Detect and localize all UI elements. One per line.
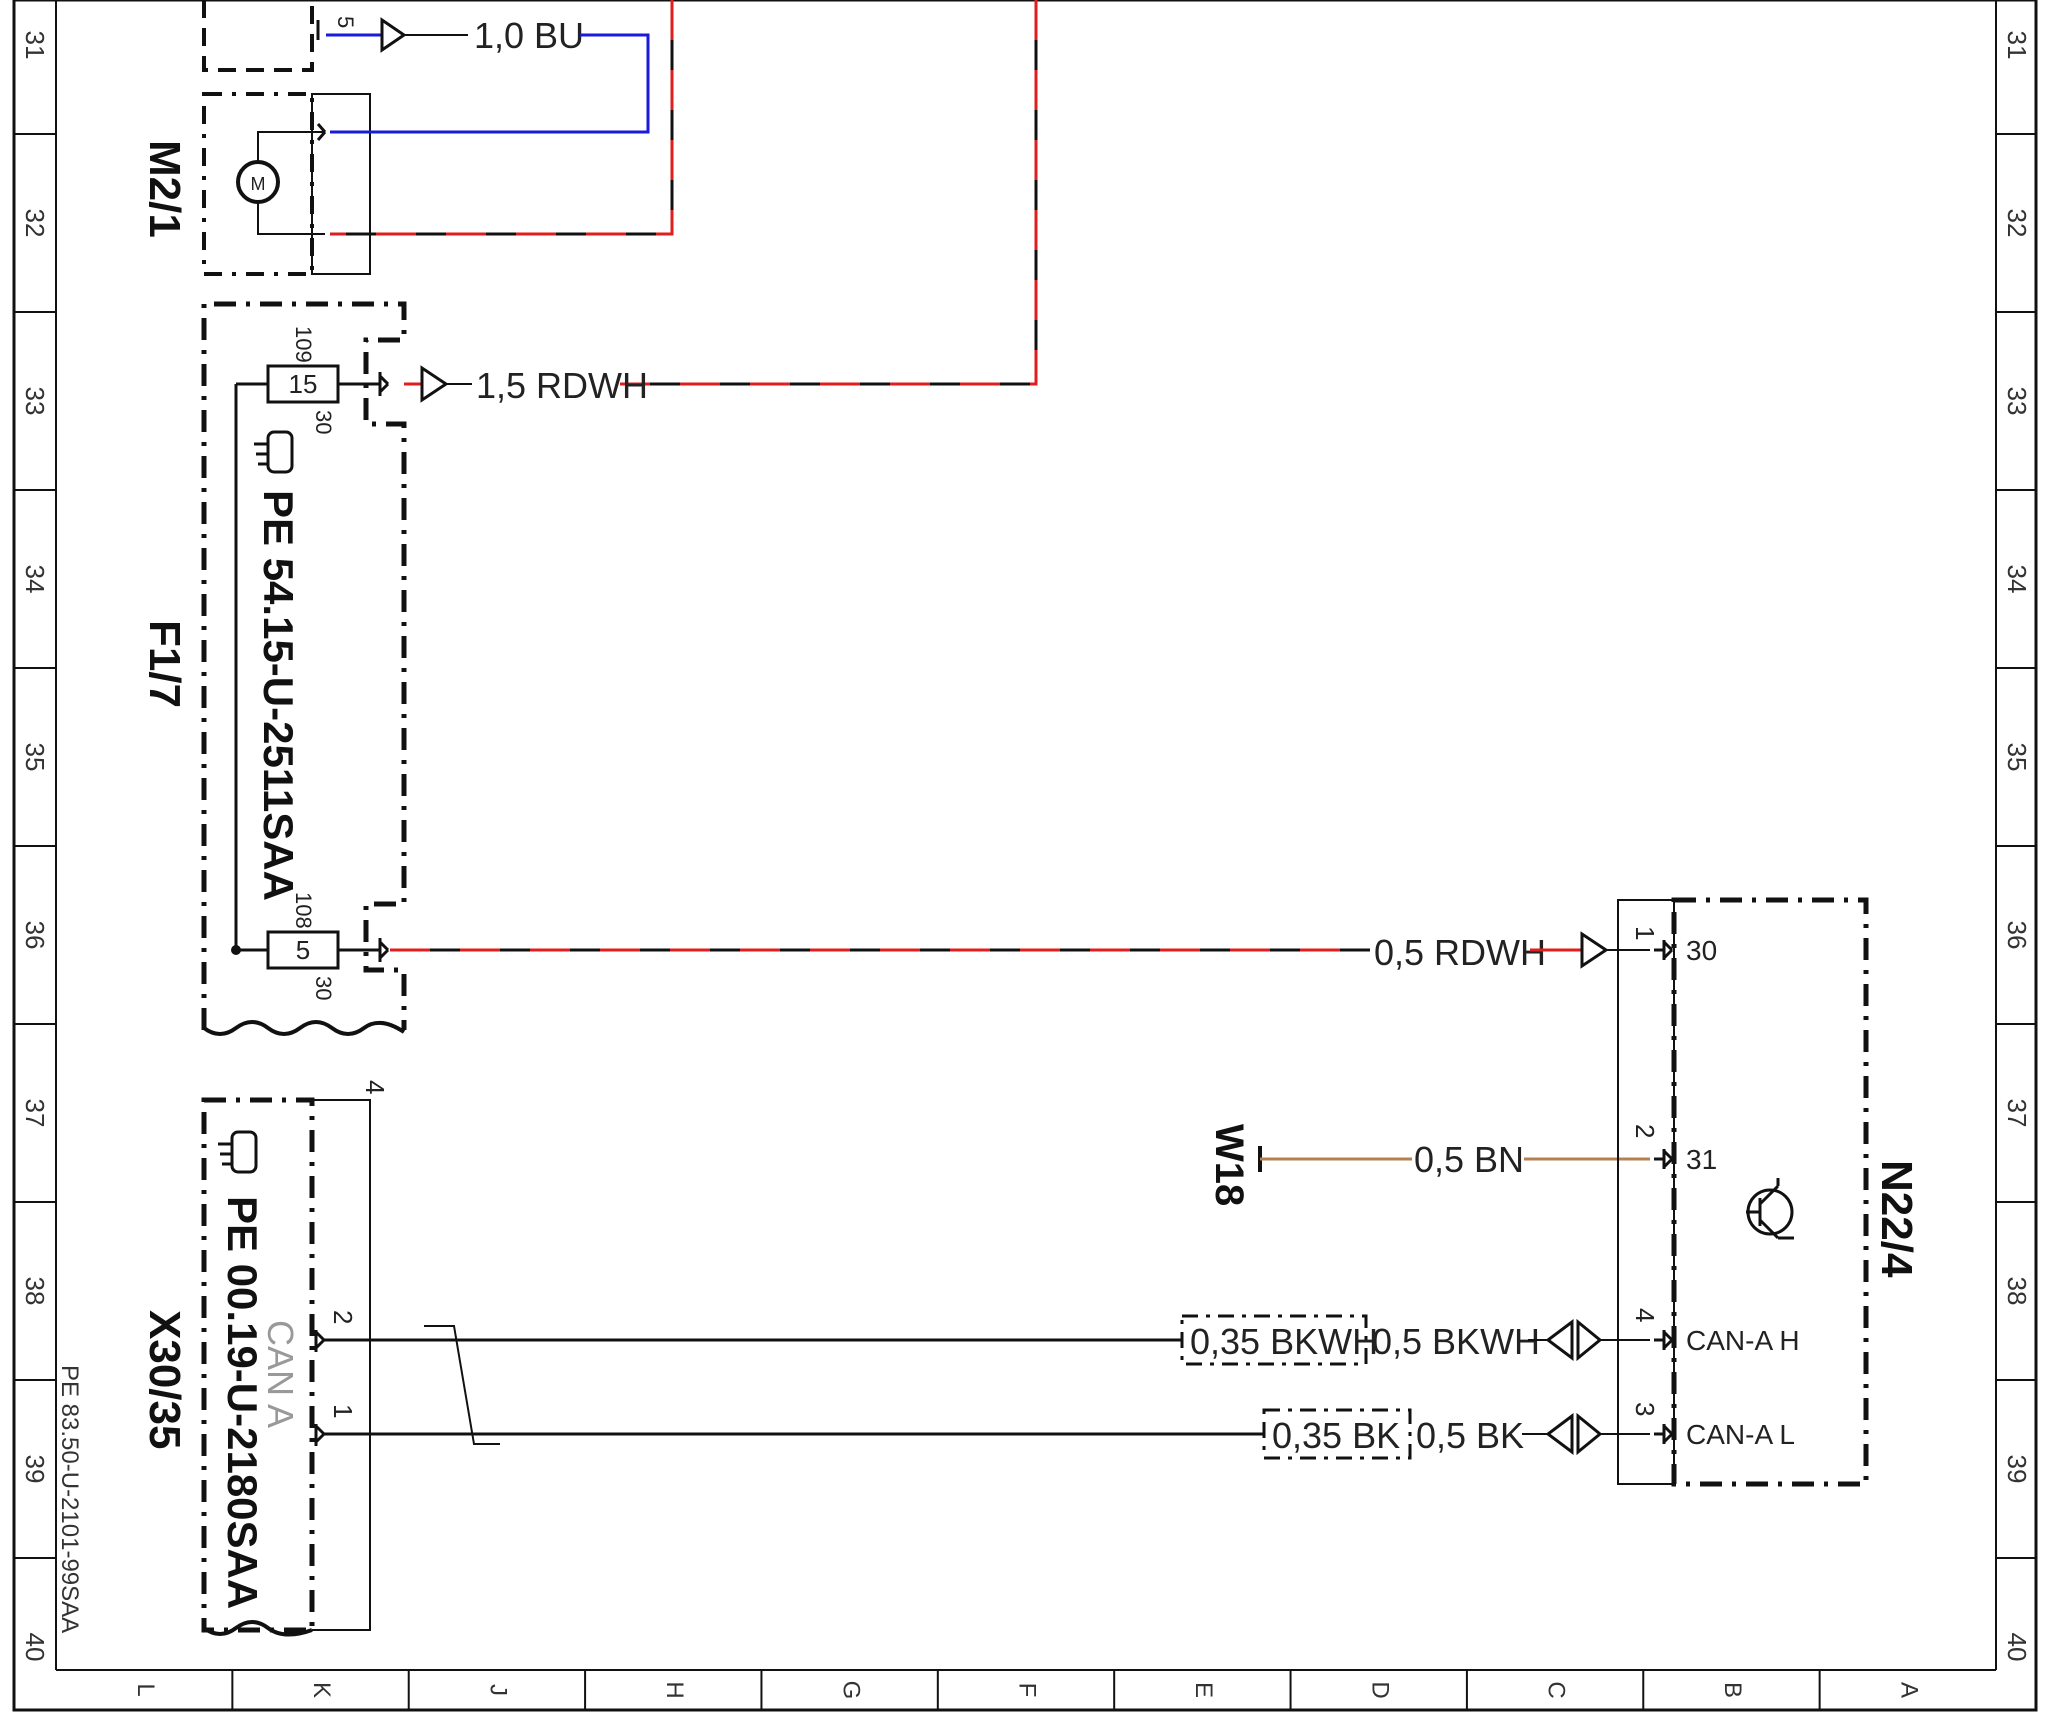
f1-7-pin-109: 109 <box>291 326 316 363</box>
row-label-40: 40 <box>20 1633 50 1662</box>
wire-1-5-rdwh: 1,5 RDWH <box>404 365 648 406</box>
column-label-G: G <box>837 1681 864 1700</box>
row-label-36: 36 <box>2002 921 2032 950</box>
fuse-5 <box>266 930 340 970</box>
m2-1-pin-5: 5 <box>333 16 358 28</box>
row-label-38: 38 <box>2002 1277 2032 1306</box>
fuse-15-label: 15 <box>289 369 318 399</box>
f1-7-label: F1/7 <box>140 620 189 708</box>
wire-label-bn: 0,5 BN <box>1414 1139 1524 1180</box>
wire-0-5-bn: 0,5 BN W18 <box>1207 1124 1650 1206</box>
wire-label-rdwh-mid: 0,5 RDWH <box>1374 932 1546 973</box>
n22-4-pin-num-3: 3 <box>1630 1402 1660 1416</box>
column-label-E: E <box>1190 1682 1217 1698</box>
x30-35-pin-4: 4 <box>360 1080 390 1094</box>
row-label-33: 33 <box>20 387 50 416</box>
twisted-pair-marker <box>424 1325 500 1445</box>
row-labels-right: 31 32 33 34 35 36 37 38 39 40 <box>2002 31 2032 1662</box>
row-labels-left: 31 32 33 34 35 36 37 38 39 40 <box>20 31 50 1662</box>
frame <box>12 0 2038 1712</box>
n22-4-pin-30: 30 <box>1686 935 1717 966</box>
x30-35-label: X30/35 <box>140 1310 189 1449</box>
wire-can-a-h: 0,35 BKWH 0,5 BKWH <box>324 1314 1650 1366</box>
column-label-K: K <box>308 1682 335 1698</box>
column-label-C: C <box>1543 1681 1570 1698</box>
x30-35-bus-label: CAN A <box>260 1320 301 1428</box>
n22-4-label: N22/4 <box>1872 1160 1921 1278</box>
f1-7-reference: PE 54.15-U-2511SAA <box>255 490 302 901</box>
row-label-31: 31 <box>20 31 50 60</box>
wire-0-5-rdwh: 0,5 RDWH <box>390 931 1650 973</box>
component-n22-4: 1 2 4 3 30 31 CAN-A H CAN-A L N22/4 <box>1617 897 1921 1487</box>
pointing-hand-icon <box>254 430 294 474</box>
n22-4-pin-can-a-h: CAN-A H <box>1686 1325 1800 1356</box>
row-label-40: 40 <box>2002 1633 2032 1662</box>
row-label-35: 35 <box>20 743 50 772</box>
column-dividers <box>231 1670 1821 1710</box>
wire-label-bkwh-left: 0,35 BKWH <box>1190 1321 1378 1362</box>
m2-1-label: M2/1 <box>140 140 189 238</box>
column-label-L: L <box>132 1683 159 1696</box>
row-label-37: 37 <box>2002 1099 2032 1128</box>
row-label-32: 32 <box>2002 209 2032 238</box>
pointing-hand-icon <box>218 1130 258 1174</box>
row-label-37: 37 <box>20 1099 50 1128</box>
x30-35-pin-2: 2 <box>328 1310 358 1324</box>
row-label-33: 33 <box>2002 387 2032 416</box>
wire-label-bkwh-right: 0,5 BKWH <box>1372 1321 1540 1362</box>
transistor-icon <box>1746 1178 1794 1240</box>
column-label-A: A <box>1895 1682 1922 1698</box>
component-f1-7: 15 5 109 30 108 30 PE 54.15-U-2511SAA F1… <box>140 301 407 1036</box>
f1-7-pin-108: 108 <box>291 892 316 929</box>
row-dividers <box>14 133 2036 1559</box>
wire-1-0-bu: 1,0 BU <box>326 15 650 134</box>
n22-4-pin-31: 31 <box>1686 1144 1717 1175</box>
n22-4-pin-can-a-l: CAN-A L <box>1686 1419 1795 1450</box>
doc-reference: PE 83.50-U-2101-99SAA <box>56 1365 83 1633</box>
wire-motor-return <box>330 0 1038 386</box>
row-label-32: 32 <box>20 209 50 238</box>
n22-4-pin-num-4: 4 <box>1630 1308 1660 1322</box>
x30-35-pin-1: 1 <box>328 1404 358 1418</box>
row-label-34: 34 <box>20 565 50 594</box>
wire-label-rdwh-top: 1,5 RDWH <box>476 365 648 406</box>
w18-label: W18 <box>1207 1124 1251 1206</box>
row-label-39: 39 <box>20 1455 50 1484</box>
n22-4-pin-num-1: 1 <box>1630 926 1660 940</box>
component-m2-1: M 5 M2/1 <box>140 0 371 276</box>
n22-4-pin-num-2: 2 <box>1630 1124 1660 1138</box>
column-label-B: B <box>1719 1682 1746 1698</box>
row-label-39: 39 <box>2002 1455 2032 1484</box>
fuse-15 <box>266 364 340 404</box>
wire-can-a-l: 0,35 BK 0,5 BK <box>324 1408 1650 1460</box>
wire-label-bk-left: 0,35 BK <box>1272 1415 1400 1456</box>
f1-7-pin-30-bottom: 30 <box>311 976 336 1000</box>
row-label-38: 38 <box>20 1277 50 1306</box>
component-x30-35: 4 2 1 PE 00.19-U-2180SAA CAN A X30/35 <box>140 1080 390 1637</box>
row-label-35: 35 <box>2002 743 2032 772</box>
column-label-H: H <box>661 1681 688 1698</box>
wire-label-bk-right: 0,5 BK <box>1416 1415 1524 1456</box>
row-label-34: 34 <box>2002 565 2032 594</box>
f1-7-pin-30-top: 30 <box>311 410 336 434</box>
wire-label-bu: 1,0 BU <box>474 15 584 56</box>
column-label-D: D <box>1366 1681 1393 1698</box>
column-label-F: F <box>1014 1683 1041 1698</box>
fuse-5-label: 5 <box>296 935 310 965</box>
column-label-J: J <box>485 1684 512 1696</box>
row-label-36: 36 <box>20 921 50 950</box>
row-label-31: 31 <box>2002 31 2032 60</box>
motor-symbol-label: M <box>251 174 266 194</box>
x30-35-reference: PE 00.19-U-2180SAA <box>219 1196 266 1609</box>
